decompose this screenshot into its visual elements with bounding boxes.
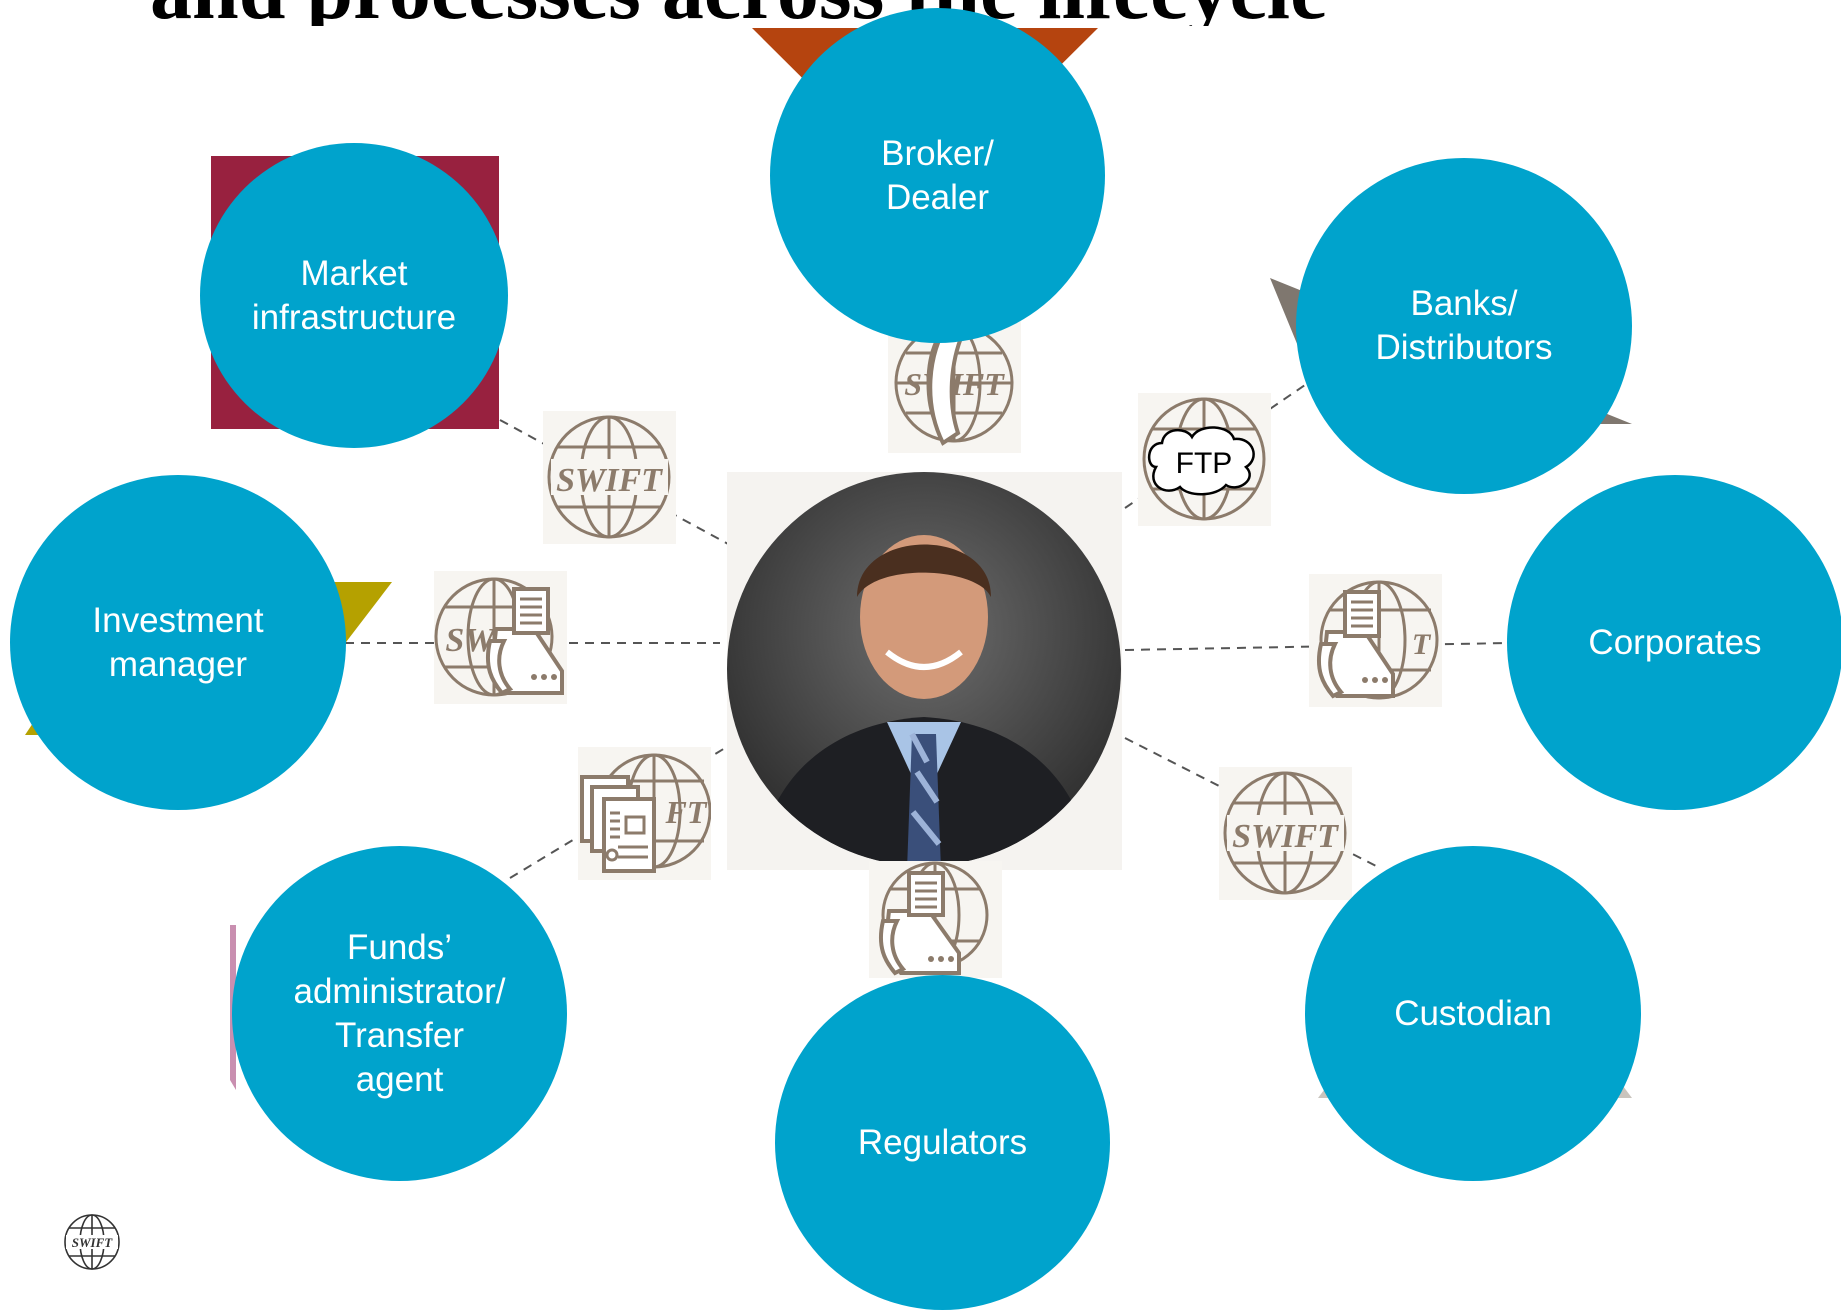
node-funds-administrator: Funds’ administrator/ Transfer agent	[232, 846, 567, 1181]
node-market-infrastructure: Market infrastructure	[200, 143, 508, 448]
swift-globe-tile-custodian: SWIFT	[1219, 767, 1352, 900]
svg-text:SWIFT: SWIFT	[1232, 818, 1339, 855]
swift-fax-tile-regulators	[869, 861, 1002, 978]
swift-documents-tile-funds: FT	[578, 747, 711, 880]
ftp-tile: FTP	[1138, 393, 1271, 526]
node-corporates: Corporates	[1507, 475, 1841, 810]
swift-logo-text: SWIFT	[72, 1235, 114, 1250]
node-broker-dealer: Broker/ Dealer	[770, 8, 1105, 343]
ftp-label: FTP	[1176, 447, 1233, 480]
executive-portrait	[727, 472, 1121, 866]
svg-text:FT: FT	[665, 794, 708, 830]
fax-tile-corporates: T	[1309, 574, 1442, 707]
node-investment-manager: Investment manager	[10, 475, 346, 810]
swift-fax-tile-investment: SW	[434, 571, 567, 704]
node-custodian: Custodian	[1305, 846, 1641, 1181]
svg-text:T: T	[1412, 628, 1432, 661]
svg-text:SWIFT: SWIFT	[556, 462, 663, 499]
node-regulators: Regulators	[775, 975, 1110, 1310]
page-title: and processes across the lifecycle	[150, 0, 1500, 26]
swift-logo-icon: SWIFT	[64, 1214, 120, 1270]
swift-globe-tile-market: SWIFT	[543, 411, 676, 544]
center-photo-frame	[727, 472, 1122, 870]
node-banks-distributors: Banks/ Distributors	[1296, 158, 1632, 494]
